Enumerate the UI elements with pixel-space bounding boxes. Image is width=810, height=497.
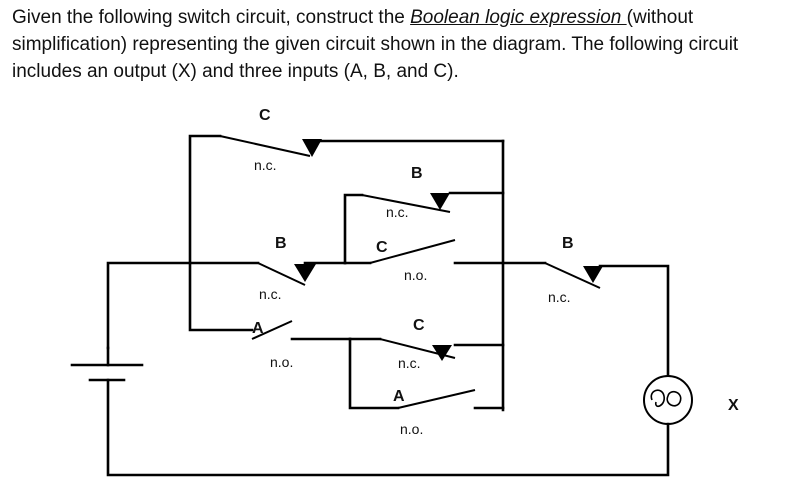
wire-a-branch: [188, 261, 254, 332]
switch-c-low-input: C: [413, 317, 425, 334]
wire-right-to-lamp: [598, 264, 670, 377]
wire-battery-bottom: [106, 378, 670, 477]
wire-left-vertical: [188, 134, 222, 265]
switch-a-left: [251, 320, 293, 340]
switch-b-right-input: B: [562, 235, 574, 252]
switch-c-mid-type: n.o.: [404, 267, 427, 283]
switch-b-right: [544, 262, 603, 289]
switch-c-mid-input: C: [376, 239, 388, 256]
wire-mid-block-left: [343, 193, 364, 265]
switch-b-right-type: n.c.: [548, 289, 571, 305]
circuit-wires: [106, 134, 670, 477]
output-x-label: X: [728, 397, 739, 414]
switch-c-low-type: n.c.: [398, 355, 421, 371]
switch-c-top-input: C: [259, 107, 271, 124]
switch-a-low-input: A: [393, 388, 405, 405]
wire-main-loop: [106, 261, 260, 350]
switch-b-mid-input: B: [411, 165, 423, 182]
switch-b-mid-type: n.c.: [386, 204, 409, 220]
question-part2: (without simplification) representing th…: [12, 7, 739, 82]
switch-c-top: [219, 135, 322, 157]
switch-b-left-input: B: [275, 235, 287, 252]
switch-a-left-type: n.o.: [270, 354, 293, 370]
switch-a-low: [397, 389, 476, 409]
lamp-icon: [643, 375, 693, 425]
switch-c-top-type: n.c.: [254, 157, 277, 173]
battery-icon: [70, 346, 144, 382]
question-text: Given the following switch circuit, cons…: [12, 4, 802, 85]
boolean-expression-link[interactable]: Boolean logic expression: [410, 7, 627, 28]
switch-c-low: [379, 338, 456, 361]
question-part1: Given the following switch circuit, cons…: [12, 7, 411, 28]
switch-b-left-type: n.c.: [259, 286, 282, 302]
wire-lower-block-left: [348, 337, 400, 410]
switch-c-mid: [369, 239, 456, 264]
switch-b-mid: [361, 193, 451, 213]
switch-a-left-input: A: [252, 320, 264, 337]
switch-b-left: [257, 262, 316, 286]
switch-a-low-type: n.o.: [400, 421, 423, 437]
